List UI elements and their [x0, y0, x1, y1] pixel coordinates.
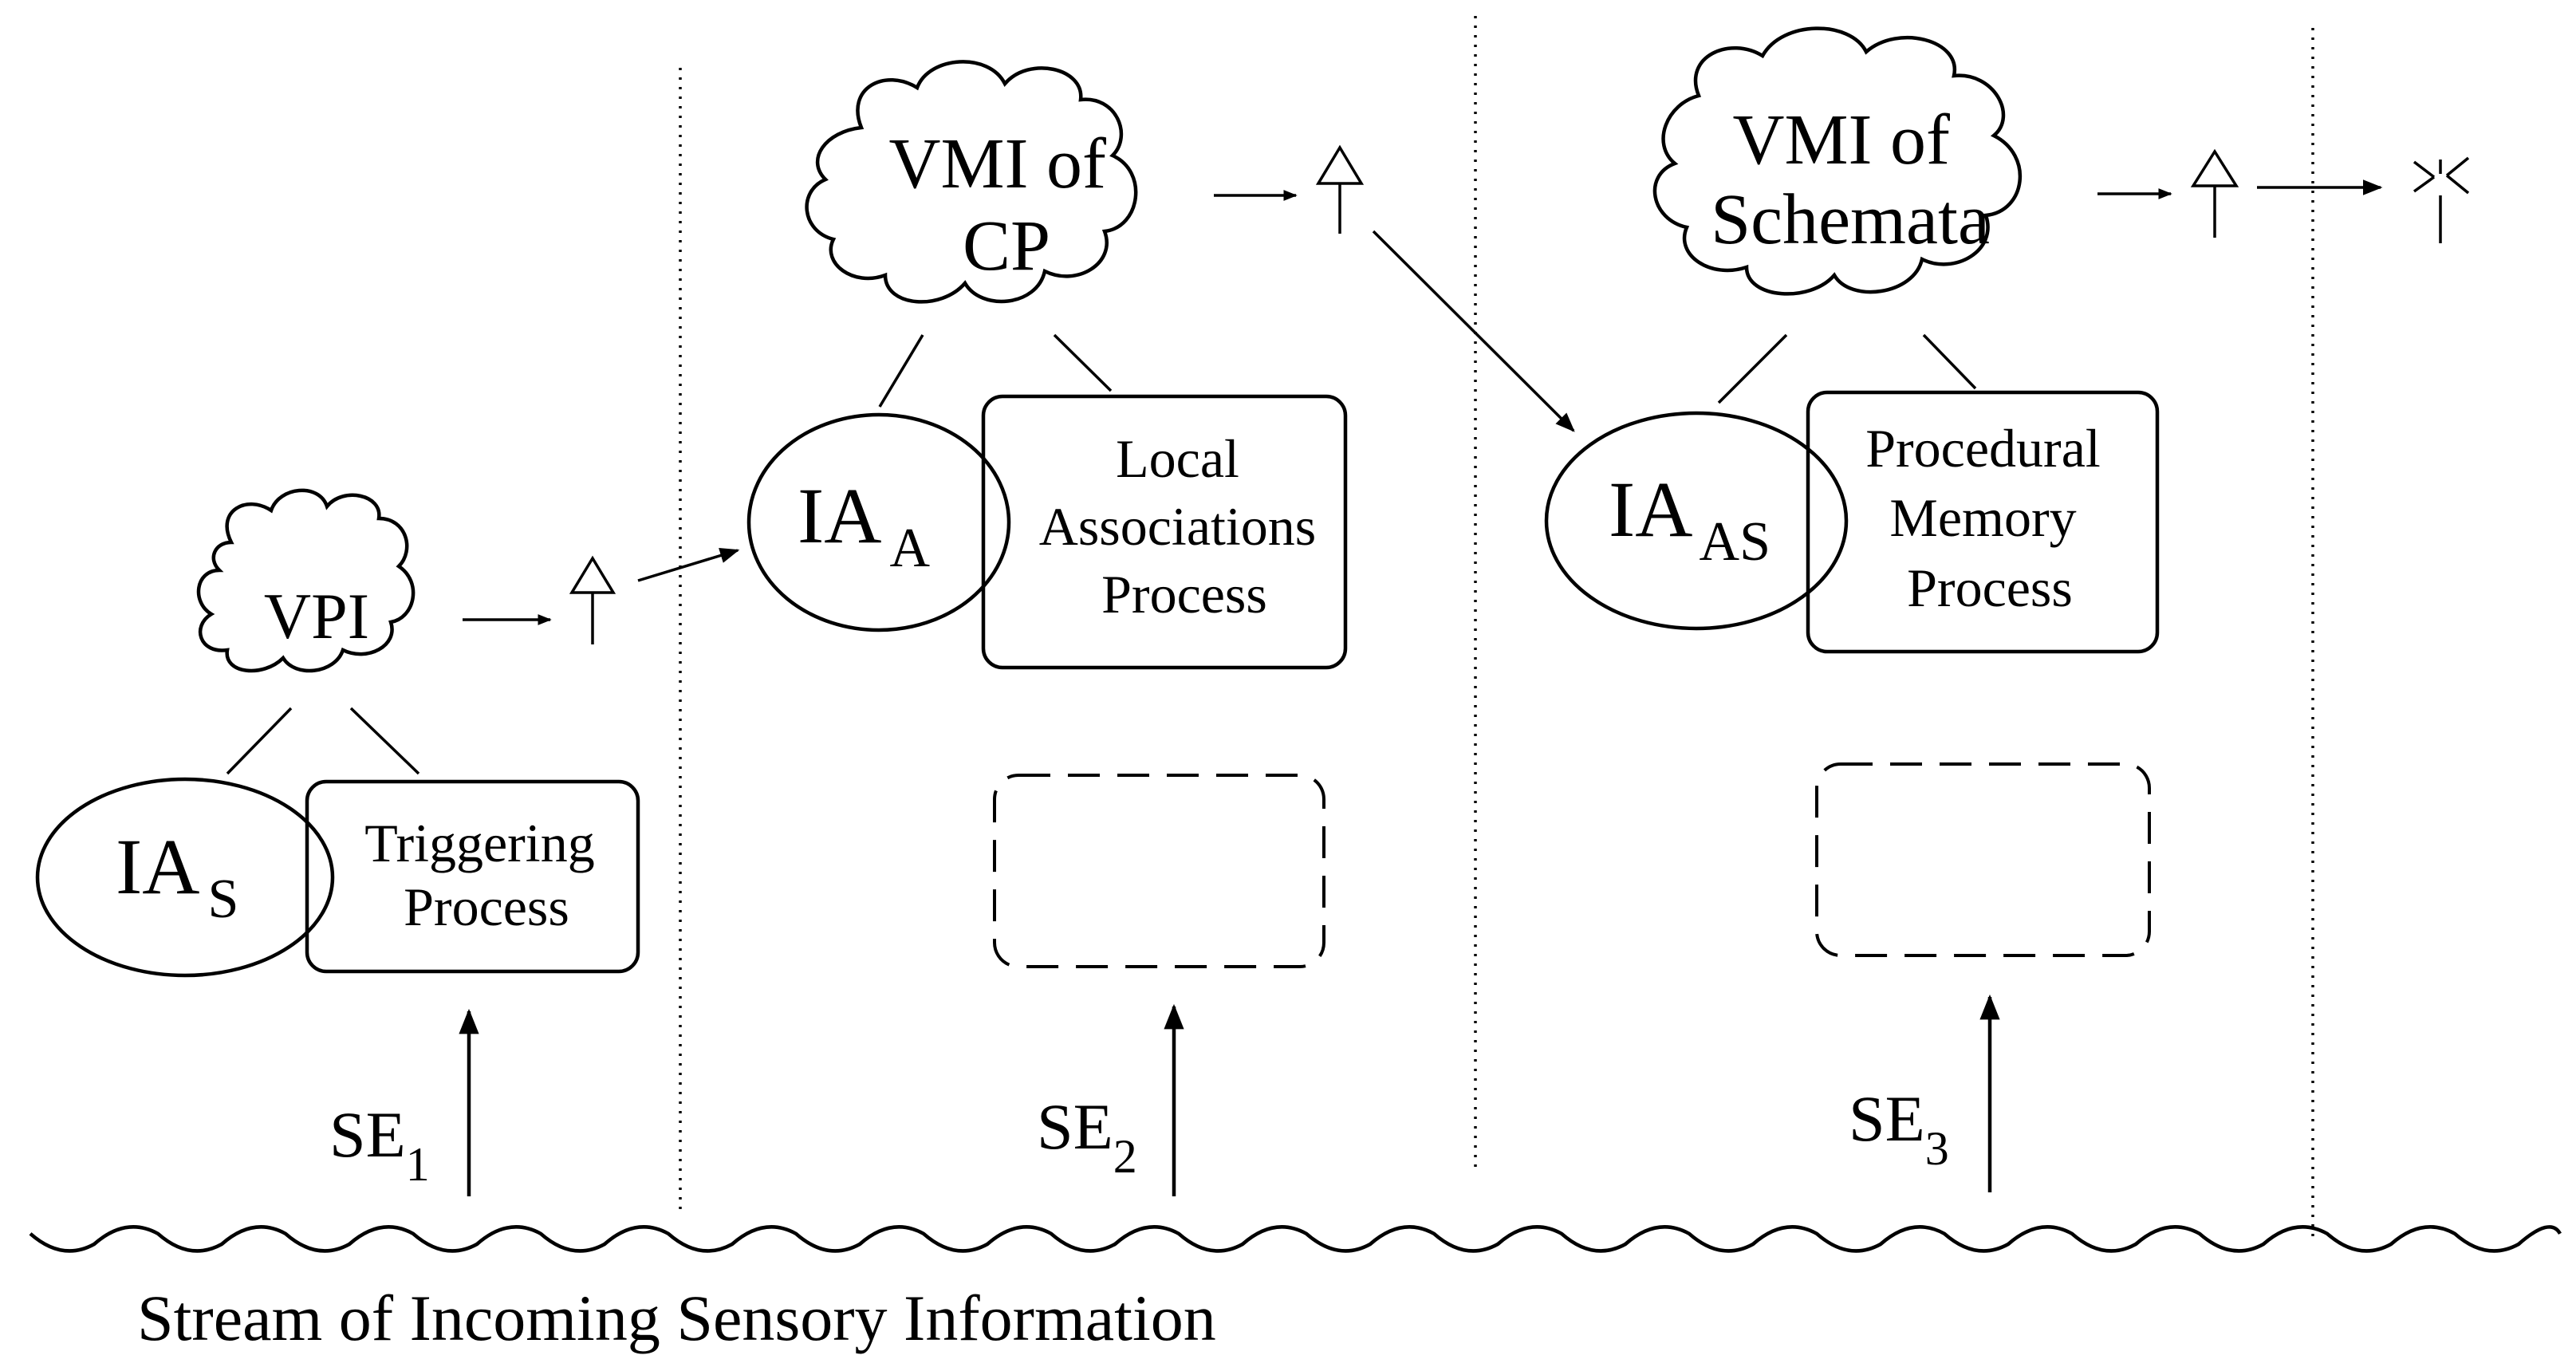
up-arrow-icon [569, 555, 616, 644]
connector-line [1717, 333, 1788, 404]
local-associations-process-box [981, 394, 1348, 670]
ia-as-ellipse [1544, 411, 1849, 631]
vpi-cloud [196, 488, 416, 673]
procedural-memory-process-box [1806, 390, 2160, 654]
ia-a-ellipse [746, 412, 1011, 632]
vmi-schemata-label: VMI of Schemata [1711, 100, 1990, 259]
empty-dashed-box [993, 774, 1325, 968]
connector-line [1922, 333, 1977, 390]
connector-line [349, 707, 420, 775]
triggering-process-label: Triggering Process [364, 813, 608, 937]
colliding-arrows-icon [2413, 156, 2470, 243]
arrow [1372, 230, 1575, 432]
se-3-label: SE3 [1849, 1082, 1949, 1175]
se-2-label: SE2 [1037, 1090, 1137, 1183]
stage-3: VMI of Schemata Procedural Memory Proces… [1544, 26, 2470, 1192]
connector-line [1053, 333, 1113, 392]
empty-dashed-box [1815, 762, 2151, 957]
vmi-cp-label: VMI of CP [889, 124, 1125, 286]
procedural-memory-process-label: Procedural Memory Process [1865, 418, 2114, 618]
vpi-label: VPI [264, 580, 369, 652]
up-arrow-icon [1315, 144, 1365, 234]
stream-label: Stream of Incoming Sensory Information [137, 1282, 1216, 1354]
local-associations-process-label: Local Associations Process [1039, 428, 1330, 624]
vmi-schemata-cloud [1652, 26, 2023, 296]
vmi-cp-cloud [805, 60, 1138, 304]
connector-line [226, 707, 293, 775]
arrow [637, 548, 740, 582]
sensory-stream-wave [29, 1225, 2562, 1253]
triggering-process-box [305, 779, 640, 974]
se-1-label: SE1 [329, 1098, 430, 1191]
ia-s-ellipse [35, 777, 335, 978]
up-arrow-icon [2190, 148, 2239, 238]
connector-line [878, 334, 924, 408]
